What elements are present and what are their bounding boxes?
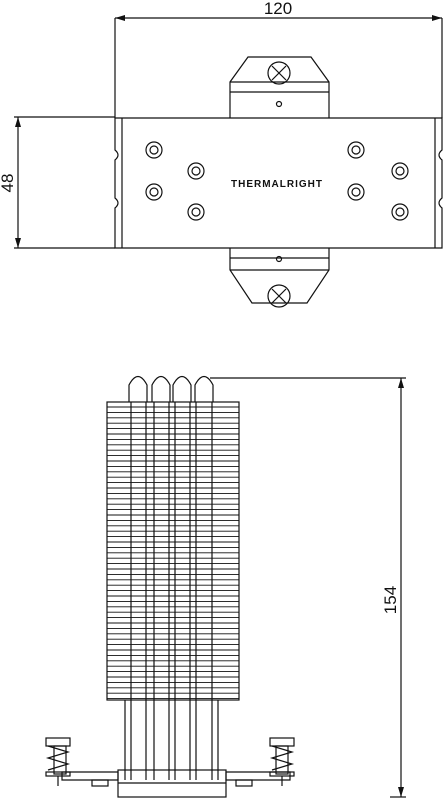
plate-holes	[145, 141, 409, 221]
width-dimension-label: 120	[264, 0, 292, 18]
fin-lines	[107, 406, 239, 700]
width-dimension: 120	[114, 0, 443, 118]
height-dimension-label: 48	[0, 174, 17, 193]
side-view: 154	[45, 375, 406, 798]
top-mount-bracket	[229, 56, 330, 118]
brand-logo: THERMALRIGHT	[231, 179, 323, 190]
right-spring-screw	[269, 737, 295, 786]
screw-icon	[267, 61, 291, 85]
fin-stack	[106, 401, 240, 701]
heatpipes	[130, 402, 213, 780]
side-height-dimension: 154	[210, 377, 406, 798]
mounting-plate: THERMALRIGHT	[114, 117, 443, 249]
screw-icon	[267, 284, 291, 308]
bottom-mount-bracket	[229, 248, 330, 308]
cooler-base	[61, 769, 291, 798]
top-view: 120 48	[0, 0, 443, 308]
height-dimension: 48	[0, 116, 115, 249]
left-spring-screw	[45, 737, 71, 786]
heatpipe-tips	[128, 375, 214, 402]
side-height-dimension-label: 154	[381, 586, 400, 614]
